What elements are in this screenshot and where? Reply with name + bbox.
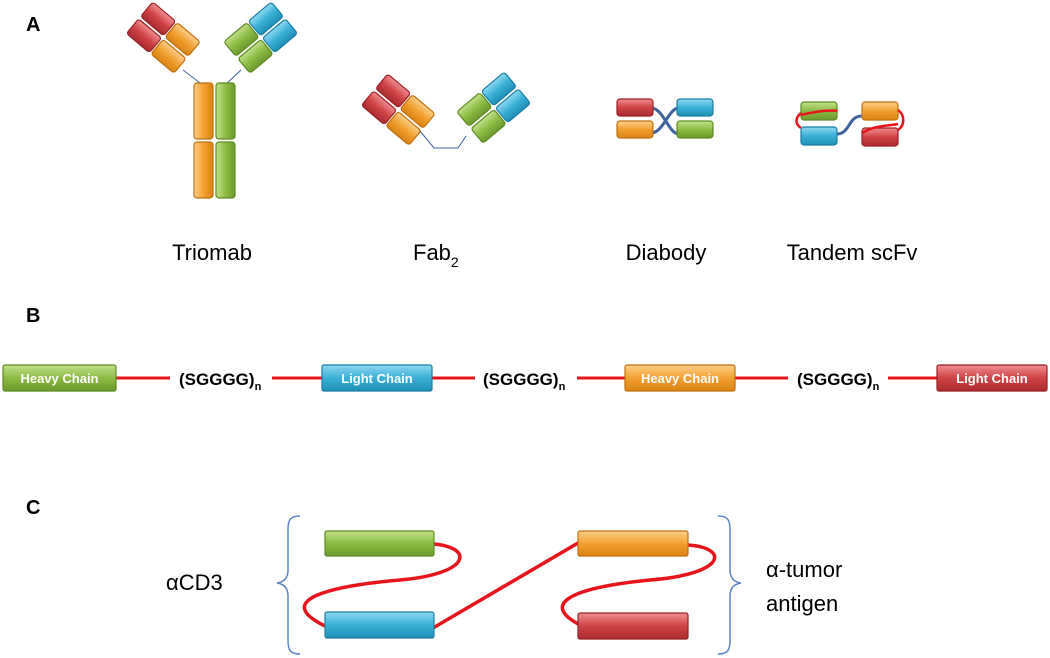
fab2-right-arm (457, 72, 530, 143)
label-diabody: Diabody (626, 240, 707, 265)
label-alpha-tumor: α-tumor (766, 557, 842, 582)
heavy-chain-box-orange (624, 364, 736, 392)
light-chain-label-2: Light Chain (956, 371, 1028, 386)
heavy-chain-box-green (2, 364, 117, 392)
heavy-chain-label-2: Heavy Chain (641, 371, 719, 386)
linker-label-3: (SGGGG)n (797, 370, 880, 393)
tandem-connector (836, 114, 863, 136)
panel-letter-b: B (26, 305, 40, 327)
triomab-left-arm (127, 2, 200, 73)
linker-base: (SGGGG) (797, 370, 873, 389)
diabody-domain-green (676, 120, 714, 139)
triomab-heavy-ch-lower-orange (193, 141, 214, 199)
c-domain-green (324, 530, 435, 557)
c-domain-orange (577, 530, 689, 557)
linker-diagonal (432, 541, 579, 630)
label-fab2-base: Fab (413, 240, 451, 265)
tandem-domain-orange (861, 101, 899, 121)
light-chain-box-blue (321, 364, 433, 392)
linker-base: (SGGGG) (179, 370, 255, 389)
panel-c-diagram: αCD3 α-tumor antigen (166, 515, 842, 655)
tandem-domain-red (861, 127, 899, 147)
c-domain-red (577, 612, 689, 640)
panel-letter-a: A (26, 14, 40, 36)
linker-label-2: (SGGGG)n (483, 370, 566, 393)
tandem-domain-blue (800, 126, 838, 146)
linker-label-1: (SGGGG)n (179, 370, 262, 393)
diabody-domain-orange (616, 120, 654, 139)
label-triomab: Triomab (172, 240, 252, 265)
linker-curve-1 (302, 542, 462, 628)
c-domain-blue (324, 611, 435, 639)
fab2-linker (419, 130, 467, 149)
heavy-chain-label-1: Heavy Chain (20, 371, 98, 386)
tandem-linker-1 (795, 108, 839, 130)
linker-sub: n (255, 381, 262, 393)
linker-sub: n (873, 381, 880, 393)
linker-base: (SGGGG) (483, 370, 559, 389)
right-bracket (717, 515, 742, 655)
triomab-diagram (127, 2, 297, 199)
label-fab2: Fab2 (413, 240, 459, 270)
label-fab2-sub: 2 (451, 254, 459, 270)
left-bracket (276, 515, 301, 655)
diabody-diagram (616, 98, 714, 139)
label-antigen: antigen (766, 591, 838, 616)
light-chain-label-1: Light Chain (341, 371, 413, 386)
label-tandem-scfv: Tandem scFv (787, 240, 918, 265)
fab2-diagram (362, 72, 530, 149)
panel-b-chain: Heavy Chain Light Chain Heavy Chain Ligh… (2, 364, 1048, 393)
diabody-linker-2 (651, 106, 679, 135)
triomab-right-arm (224, 2, 297, 73)
label-alpha-cd3: αCD3 (166, 570, 223, 595)
triomab-heavy-ch-lower-green (215, 141, 236, 199)
tandem-linker-2 (861, 109, 905, 135)
triomab-heavy-ch-upper-orange (193, 82, 214, 140)
linker-curve-2 (560, 543, 717, 627)
linker-sub: n (559, 381, 566, 393)
panel-letter-c: C (26, 497, 40, 519)
light-chain-box-red (936, 364, 1048, 392)
fab2-left-arm (362, 74, 435, 145)
diabody-domain-blue (676, 98, 714, 117)
tandem-scfv-diagram (795, 101, 905, 147)
triomab-heavy-ch-upper-green (215, 82, 236, 140)
diabody-domain-red (616, 98, 654, 117)
